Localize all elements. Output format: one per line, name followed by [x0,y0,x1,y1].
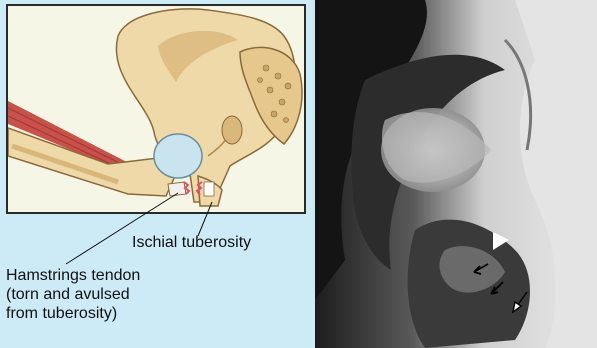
hamstrings-label-line2: (torn and avulsed [6,285,140,304]
hamstrings-label-line1: Hamstrings tendon [6,266,140,285]
ischial-tuberosity-label: Ischial tuberosity [132,233,251,252]
femur [8,128,176,196]
hamstrings-tendon-label: Hamstrings tendon (torn and avulsed from… [6,266,140,323]
hip-joint-cartilage [154,134,202,178]
anatomical-illustration [6,4,306,214]
xray-image [315,0,597,348]
hamstrings-label-line3: from tuberosity) [6,304,140,323]
